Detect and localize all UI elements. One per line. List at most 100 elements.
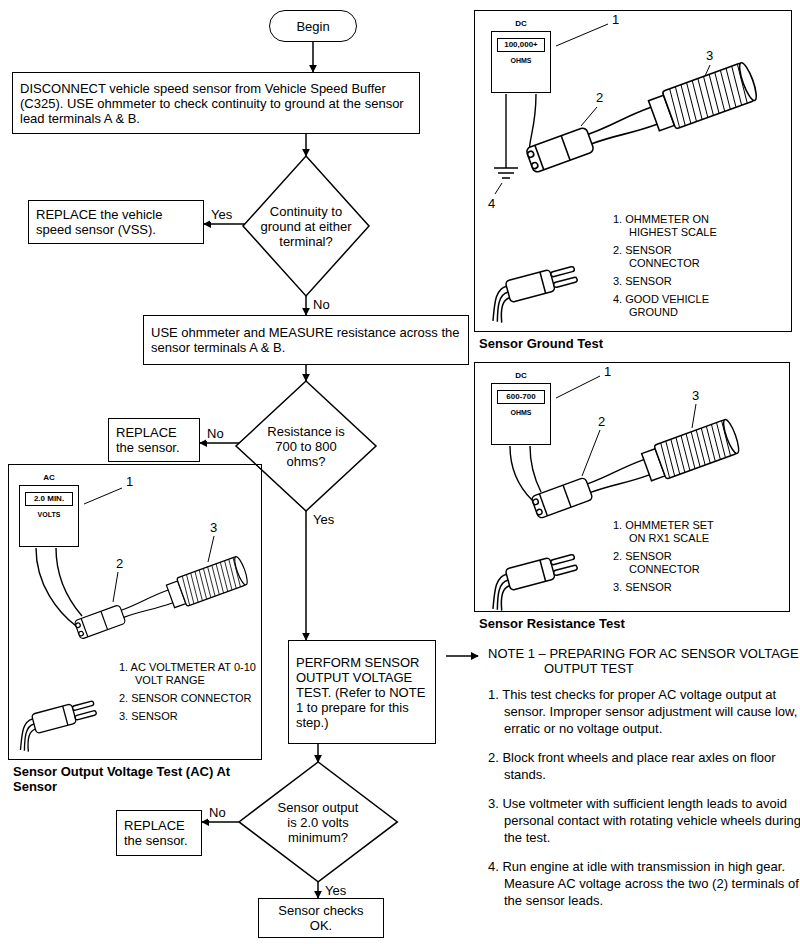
parts-list-item: 2. SENSOR CONNECTOR (613, 244, 733, 270)
box-text: PERFORM SENSOR OUTPUT VOLTAGE TEST. (Ref… (296, 655, 428, 730)
decision-text: Continuity to ground at either terminal? (256, 204, 356, 249)
leader-line (113, 572, 118, 602)
meter-reading: 100,000+ (497, 38, 545, 52)
flow-arrow (204, 223, 245, 225)
meter-unit: VOLTS (20, 510, 78, 519)
end-box: Sensor checks OK. (258, 898, 384, 938)
process-box: PERFORM SENSOR OUTPUT VOLTAGE TEST. (Ref… (288, 640, 436, 744)
meter-unit: OHMS (492, 408, 550, 417)
flow-arrow (202, 821, 239, 823)
parts-list-item: 1. OHMMETER SET ON RX1 SCALE (613, 519, 733, 545)
box-text: Sensor checks OK. (266, 903, 376, 933)
leader-line (582, 430, 600, 476)
meter-reading: 2.0 MIN. (25, 492, 73, 506)
decision-text: Resistance is 700 to 800 ohms? (267, 424, 345, 469)
box-text: DISCONNECT vehicle speed sensor from Veh… (20, 81, 412, 126)
callout-number: 4 (488, 196, 495, 211)
box-text: REPLACE the sensor. (116, 425, 192, 455)
decision-text: Sensor output is 2.0 volts minimum? (274, 799, 362, 844)
sensor-assembly (529, 418, 742, 525)
flow-arrow (305, 134, 307, 156)
leader-line (581, 107, 597, 126)
meter-unit: OHMS (492, 56, 550, 65)
sensor-connector (484, 263, 583, 324)
test-lead (529, 94, 536, 152)
edge-label: Yes (312, 512, 335, 527)
decision-diamond: Sensor output is 2.0 volts minimum? (239, 762, 397, 882)
action-box: REPLACE the sensor. (108, 418, 200, 462)
test-lead (510, 446, 532, 500)
edge-label: Yes (210, 207, 233, 222)
diamond-shape (243, 156, 369, 296)
illustration-panel: AC2.0 MIN.VOLTS1. AC VOLTMETER AT 0-10 V… (8, 464, 262, 760)
callout-number: 3 (210, 520, 217, 535)
edge-label: Yes (324, 883, 347, 898)
illustration-panel: DC 100,000+ OHMS 1. OHMMETER ON HIGHEST SCA… (474, 10, 792, 332)
test-lead (56, 548, 82, 616)
process-box: USE ohmmeter and MEASURE resistance acro… (143, 315, 469, 365)
leader-line (495, 183, 502, 194)
box-text: REPLACE the sensor. (124, 818, 194, 848)
panel-caption: Sensor Resistance Test (479, 616, 779, 631)
note-item: 1. This test checks for proper AC voltag… (488, 686, 800, 737)
decision-diamond: Resistance is 700 to 800 ohms? (236, 381, 376, 511)
meter-box: AC2.0 MIN.VOLTS (19, 485, 79, 547)
callout-number: 2 (598, 414, 605, 429)
start-terminal: Begin (269, 10, 357, 42)
flow-arrow (305, 365, 307, 381)
meter-box: DC600-700OHMS (491, 383, 551, 445)
leader-line (692, 404, 696, 428)
edge-label: No (208, 805, 227, 820)
test-lead (530, 446, 541, 492)
flow-arrow (317, 744, 319, 762)
note-item: 2. Block front wheels and place rear axl… (488, 749, 800, 783)
meter-box: DC100,000+OHMS (491, 31, 551, 93)
sensor-assembly (523, 61, 759, 180)
leader-line (208, 536, 214, 562)
sensor-assembly (72, 555, 249, 644)
action-box: REPLACE the sensor. (116, 810, 202, 856)
parts-list: 1. AC VOLTMETER AT 0-10 VOLT RANGE 2. SEN… (119, 661, 259, 728)
leader-line (84, 488, 122, 504)
diamond-shape (239, 762, 397, 882)
box-text: REPLACE the vehicle speed sensor (VSS). (36, 207, 196, 237)
callout-number: 1 (612, 12, 619, 27)
parts-list-item: 3. SENSOR (613, 275, 733, 288)
parts-list-item: 1. AC VOLTMETER AT 0-10 VOLT RANGE (119, 661, 259, 687)
process-box: DISCONNECT vehicle speed sensor from Veh… (12, 72, 420, 134)
note-item: 3. Use voltmeter with sufficient length … (488, 795, 800, 846)
callout-number: 2 (116, 556, 123, 571)
parts-list: 1. OHMMETER ON HIGHEST SCALE2. SENSOR CO… (613, 213, 733, 324)
meter-mode: DC (492, 371, 550, 381)
panel-caption: Sensor Output Voltage Test (AC) At Senso… (13, 764, 263, 794)
flow-arrow (200, 442, 239, 444)
meter-mode: DC (492, 19, 550, 29)
parts-list: 1. OHMMETER SET ON RX1 SCALE2. SENSOR CO… (613, 519, 733, 599)
callout-number: 2 (596, 90, 603, 105)
sensor-connector (12, 698, 101, 753)
parts-list-item: 2. SENSOR CONNECTOR (119, 692, 259, 705)
box-text: USE ohmmeter and MEASURE resistance acro… (151, 325, 461, 355)
meter-reading: 600-700 (497, 390, 545, 404)
flow-arrow (305, 511, 307, 640)
parts-list-item: 3. SENSOR (119, 710, 259, 723)
callout-number: 1 (126, 474, 133, 489)
diamond-shape (236, 381, 376, 511)
leader-line (556, 376, 600, 398)
parts-list-item: 4. GOOD VEHICLE GROUND (613, 293, 733, 319)
leader-line (556, 24, 608, 46)
note-pointer (446, 655, 478, 657)
flow-arrow (317, 882, 319, 898)
illustration-panel: DC 600-700OHMS 1. OHMMETER SET ON RX1 SCAL… (474, 362, 790, 612)
callout-number: 3 (706, 48, 713, 63)
action-box: REPLACE the vehicle speed sensor (VSS). (28, 200, 204, 244)
edge-label: No (312, 297, 331, 312)
callout-number: 1 (604, 364, 611, 379)
ground-lead (505, 94, 506, 168)
callout-number: 3 (692, 388, 699, 403)
note-heading: NOTE 1 – PREPARING FOR AC SENSOR VOLTAGE… (488, 646, 800, 676)
ground-symbol (494, 168, 518, 178)
edge-label: No (206, 426, 225, 441)
panel-caption: Sensor Ground Test (479, 336, 779, 351)
decision-diamond: Continuity to ground at either terminal? (243, 156, 369, 296)
